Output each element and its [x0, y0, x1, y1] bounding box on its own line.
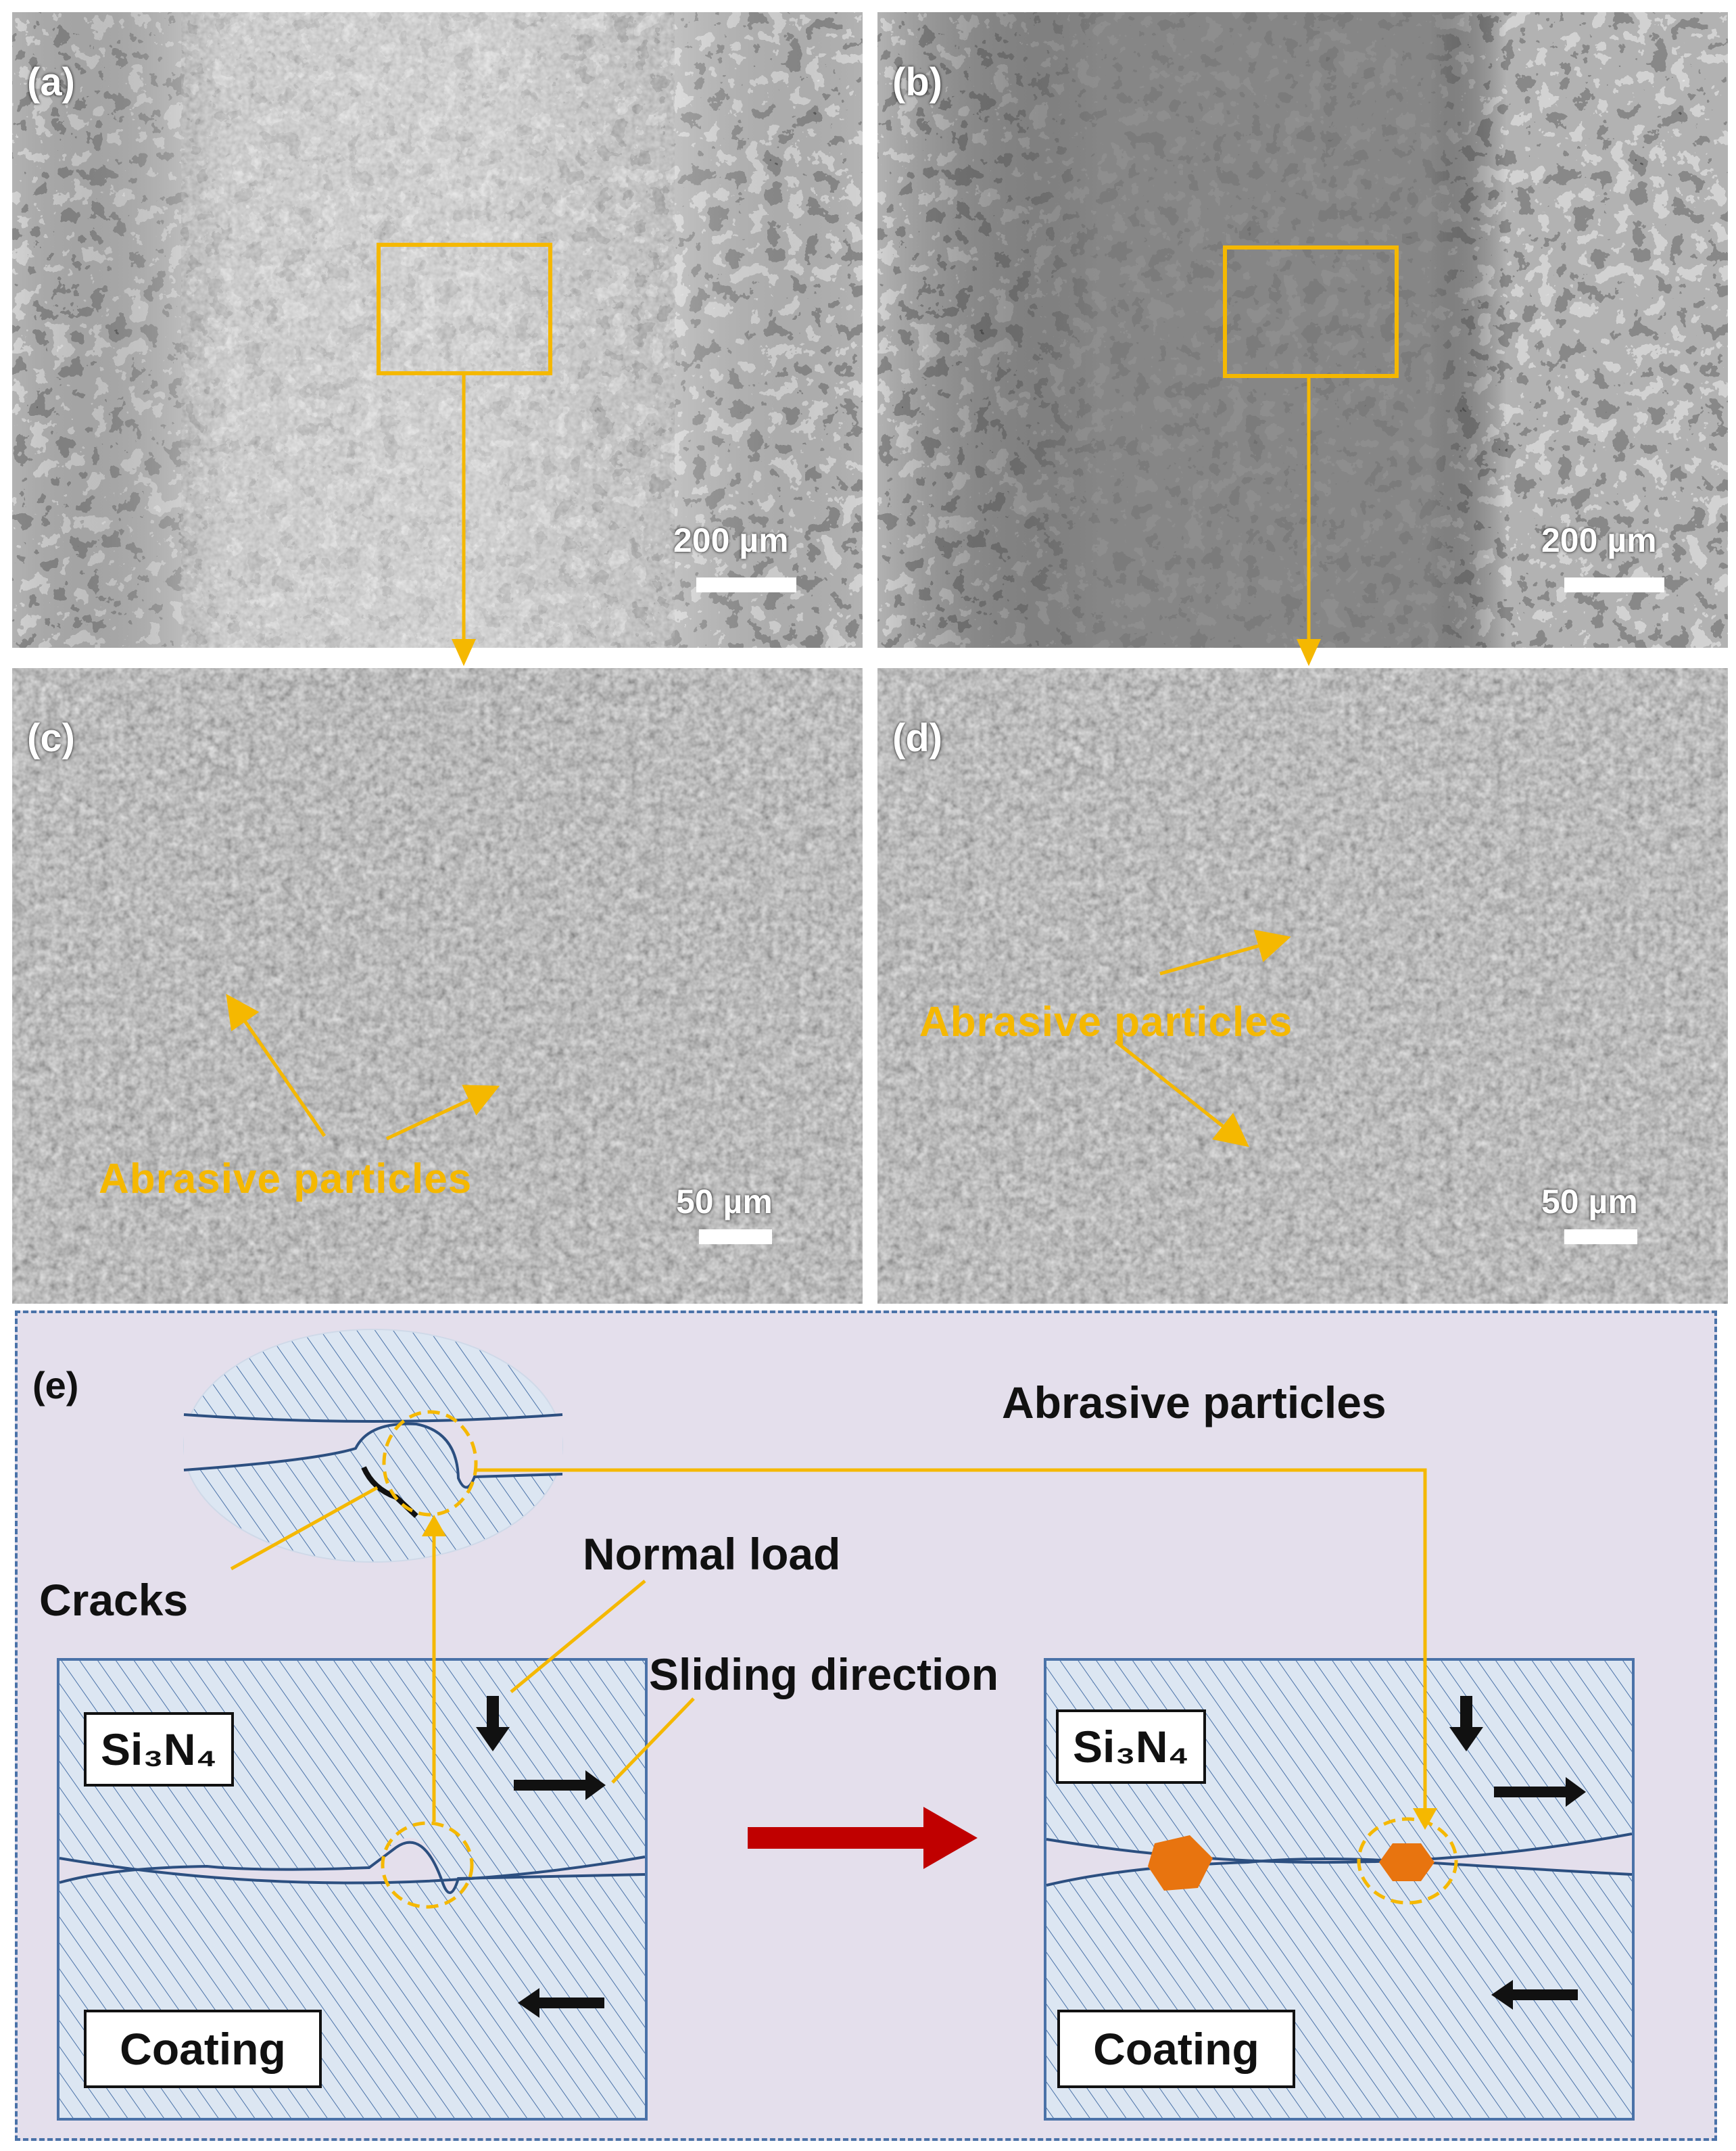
- particles-leader: [475, 1468, 1427, 1814]
- sem-panel-a: (a) 200 µm: [12, 12, 863, 648]
- particles-leader-head: [1413, 1808, 1437, 1830]
- left-si3n4-label: Si₃N₄: [84, 1712, 234, 1787]
- panel-label-a: (a): [27, 60, 75, 104]
- panel-label-e: (e): [32, 1364, 79, 1407]
- right-sliding-arrow-top: [1494, 1777, 1586, 1807]
- abrasive-particle-2: [1379, 1843, 1434, 1881]
- left-coating-label: Coating: [84, 2010, 322, 2088]
- panel-label-d: (d): [892, 716, 943, 760]
- sem-image-c: [12, 668, 863, 1304]
- abrasive-particles-label-d: Abrasive particles: [919, 999, 1293, 1045]
- magnified-focus-circle: [382, 1410, 478, 1517]
- abrasive-particle-1: [1148, 1835, 1213, 1891]
- schematic-panel-e: (e) Abrasive particles Cracks Normal loa…: [15, 1310, 1717, 2141]
- transition-arrow: [748, 1807, 978, 1869]
- abrasive-particles-label: Abrasive particles: [1002, 1377, 1387, 1427]
- left-focus-circle: [381, 1821, 474, 1909]
- sem-panel-d: (d) Abrasive particles 50 µm: [877, 668, 1728, 1304]
- right-normal-load-arrow: [1449, 1696, 1483, 1751]
- panel-label-c: (c): [27, 716, 75, 760]
- scale-bar-b: [1564, 577, 1664, 592]
- right-focus-circle: [1357, 1817, 1458, 1905]
- right-sliding-arrow-bottom: [1491, 1980, 1578, 2010]
- cracks-leader: [230, 1486, 379, 1571]
- left-sliding-arrow-top: [514, 1770, 606, 1800]
- scale-bar-c: [699, 1229, 772, 1244]
- zoom-up-head: [422, 1515, 446, 1536]
- scale-bar-text-a: 200 µm: [673, 521, 789, 559]
- sem-panel-c: (c) Abrasive particles 50 µm: [12, 668, 863, 1304]
- panel-label-b: (b): [892, 60, 943, 104]
- scale-bar-d: [1564, 1229, 1637, 1244]
- normal-load-leader: [510, 1580, 646, 1693]
- scale-bar-a: [696, 577, 796, 592]
- abrasive-particles-label-c: Abrasive particles: [99, 1156, 473, 1202]
- scale-bar-text-c: 50 µm: [676, 1183, 773, 1221]
- cracks-label: Cracks: [39, 1575, 189, 1625]
- sliding-direction-label: Sliding direction: [649, 1649, 999, 1699]
- sliding-direction-leader: [611, 1697, 695, 1784]
- scale-bar-text-b: 200 µm: [1541, 521, 1657, 559]
- left-sliding-arrow-bottom: [518, 1988, 604, 2018]
- scale-bar-text-d: 50 µm: [1541, 1183, 1638, 1221]
- right-si3n4-label: Si₃N₄: [1056, 1709, 1206, 1784]
- sem-image-d: [877, 668, 1728, 1304]
- left-normal-load-arrow: [476, 1696, 510, 1751]
- sem-panel-b: (b) 200 µm: [877, 12, 1728, 648]
- right-coating-label: Coating: [1057, 2010, 1295, 2088]
- magnified-view: [184, 1329, 562, 1562]
- normal-load-label: Normal load: [583, 1529, 841, 1579]
